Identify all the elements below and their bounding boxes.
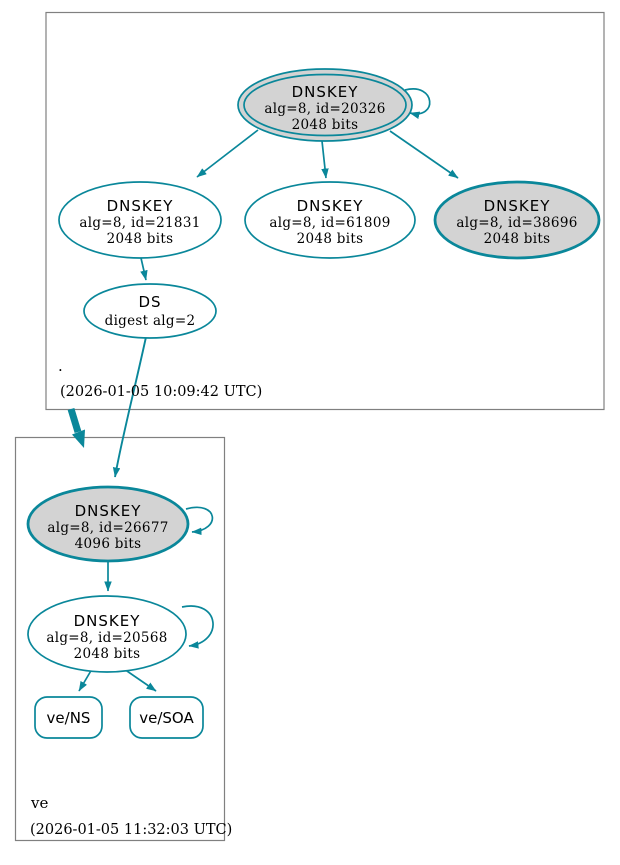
rrset-ve-soa-label: ve/SOA xyxy=(139,709,194,727)
zone-label-ve: ve xyxy=(30,794,48,812)
delegation-arrow-head xyxy=(72,429,85,448)
dnskey-61809-ellipse xyxy=(244,181,416,259)
node-dnskey-61809: DNSKEY alg=8, id=61809 2048 bits xyxy=(244,181,416,259)
dnskey-20326-outer-ellipse xyxy=(237,68,413,142)
dnskey-20326-inner-ellipse xyxy=(243,73,407,137)
dnskey-20326-detail2: 2048 bits xyxy=(292,117,359,133)
node-dnskey-38696: DNSKEY alg=8, id=38696 2048 bits xyxy=(433,180,601,260)
node-dnskey-26677: DNSKEY alg=8, id=26677 4096 bits xyxy=(26,485,190,563)
dnskey-21831-detail2: 2048 bits xyxy=(107,231,174,247)
edge-ksk20326-to-zsk61809 xyxy=(321,140,329,179)
dnskey-21831-ellipse xyxy=(58,181,222,259)
dnskey-21831-title: DNSKEY xyxy=(107,197,174,215)
ds-ellipse xyxy=(83,283,217,339)
dnskey-26677-detail2: 4096 bits xyxy=(75,536,142,552)
dnskey-38696-title: DNSKEY xyxy=(484,197,551,215)
dnskey-61809-title: DNSKEY xyxy=(297,197,364,215)
edge-ksk20326-selfloop xyxy=(404,88,431,119)
edge-ksk20326-to-zsk38696 xyxy=(389,130,459,179)
edge-zsk20568-to-soa xyxy=(123,668,157,692)
dnskey-20568-title: DNSKEY xyxy=(74,612,141,630)
dnskey-38696-ellipse xyxy=(433,180,601,260)
zone-label-root: . xyxy=(58,357,63,375)
dnskey-26677-title: DNSKEY xyxy=(75,502,142,520)
ds-detail1: digest alg=2 xyxy=(105,313,196,329)
node-ds: DS digest alg=2 xyxy=(83,283,217,339)
zone-box-root xyxy=(45,11,605,411)
delegation-arrow xyxy=(67,407,85,448)
delegation-arrow-shaft xyxy=(67,407,82,434)
edge-zsk20568-to-ns xyxy=(78,668,93,692)
dnskey-38696-detail2: 2048 bits xyxy=(484,231,551,247)
edge-zsk20568-selfloop xyxy=(181,605,214,649)
node-rrset-ve-ns: ve/NS xyxy=(34,696,103,739)
edge-zsk21831-to-ds xyxy=(140,257,148,281)
node-rrset-ve-soa: ve/SOA xyxy=(129,696,204,739)
dnskey-20326-title: DNSKEY xyxy=(292,83,359,101)
rrset-ve-ns-label: ve/NS xyxy=(47,709,91,727)
node-dnskey-20326: DNSKEY alg=8, id=20326 2048 bits xyxy=(237,68,413,142)
dnskey-61809-detail2: 2048 bits xyxy=(297,231,364,247)
dnskey-20326-detail1: alg=8, id=20326 xyxy=(264,101,385,117)
edge-ksk26677-selfloop xyxy=(185,506,214,536)
zone-box-ve xyxy=(14,436,226,842)
edge-ksk20326-to-zsk21831 xyxy=(196,129,259,178)
rrset-ve-ns-rect xyxy=(34,696,103,739)
ds-title: DS xyxy=(138,293,161,311)
dnskey-61809-detail1: alg=8, id=61809 xyxy=(269,215,390,231)
node-dnskey-20568: DNSKEY alg=8, id=20568 2048 bits xyxy=(27,595,187,673)
node-dnskey-21831: DNSKEY alg=8, id=21831 2048 bits xyxy=(58,181,222,259)
rrset-ve-soa-rect xyxy=(129,696,204,739)
edge-ds-to-ksk26677 xyxy=(112,336,147,478)
dnskey-38696-detail1: alg=8, id=38696 xyxy=(456,215,577,231)
dnskey-21831-detail1: alg=8, id=21831 xyxy=(79,215,200,231)
zone-timestamp-root: (2026-01-05 10:09:42 UTC) xyxy=(60,384,262,400)
zone-timestamp-ve: (2026-01-05 11:32:03 UTC) xyxy=(30,822,232,838)
dnskey-20568-detail2: 2048 bits xyxy=(74,646,141,662)
dnskey-20568-detail1: alg=8, id=20568 xyxy=(46,630,167,646)
dnskey-26677-ellipse xyxy=(26,485,190,563)
dnskey-20568-ellipse xyxy=(27,595,187,673)
dnskey-26677-detail1: alg=8, id=26677 xyxy=(47,520,168,536)
